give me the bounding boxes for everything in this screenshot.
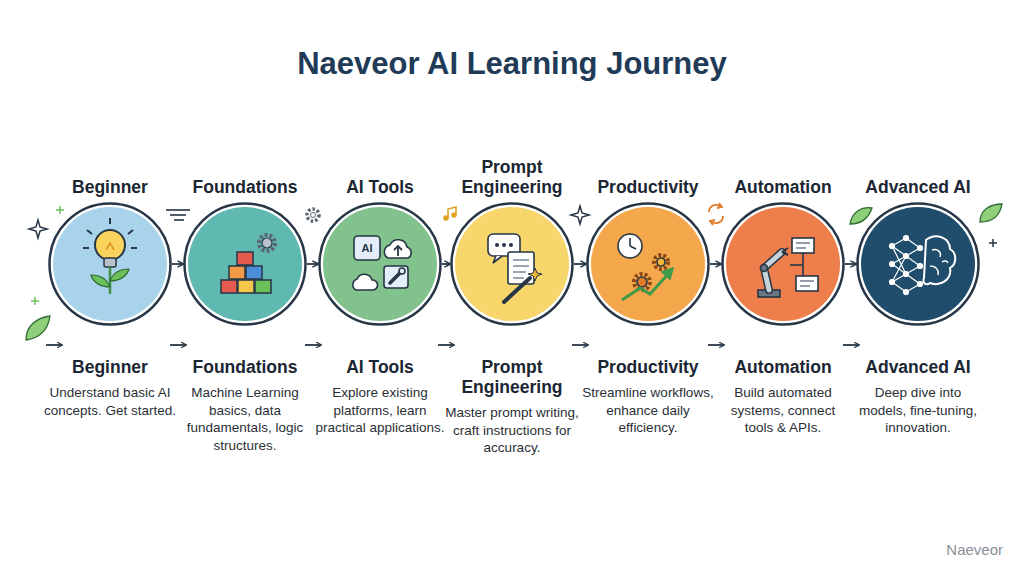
stage-heading: AI Tools [346, 177, 414, 202]
flow-arrow [572, 344, 588, 346]
flow-arrow [46, 344, 62, 346]
stage-description: Deep dive into models, fine-tuning, inno… [850, 384, 986, 437]
motion-lines [166, 209, 190, 211]
circle-fill [455, 207, 569, 321]
refresh-mark [717, 203, 722, 208]
stage-circle [856, 202, 980, 326]
journey-stage: Advanced AI Advanced AI Deep dive into mod… [850, 150, 986, 437]
motion-lines [170, 214, 186, 216]
stage-circle [183, 202, 307, 326]
stage-circle [586, 202, 710, 326]
leaf [980, 204, 1002, 222]
refresh-mark [711, 216, 723, 223]
flow-connector [172, 263, 183, 265]
stage-circle-area [183, 202, 307, 326]
circle-fill [726, 207, 840, 321]
stage-heading: Productivity [597, 177, 698, 202]
stage-description: Understand basic AI concepts. Get starte… [42, 384, 178, 419]
stage-circle [48, 202, 172, 326]
circle-fill [591, 207, 705, 321]
note-marks [444, 207, 456, 220]
stage-description: Explore existing platforms, learn practi… [312, 384, 448, 437]
sparkle [56, 206, 64, 214]
circle-outline [588, 204, 709, 325]
sparkle [989, 239, 997, 247]
diagram-title: Naeveor AI Learning Journey [0, 46, 1024, 82]
flow-arrow [170, 344, 186, 346]
circle-fill [323, 207, 437, 321]
note-marks [448, 207, 456, 218]
circle-outline [50, 204, 171, 325]
motion-lines [174, 219, 184, 221]
watermark: Naeveor [946, 541, 1003, 558]
flow-connector [710, 263, 721, 265]
refresh-mark [709, 205, 721, 212]
circle-outline [858, 204, 979, 325]
stage-circle-area [450, 202, 574, 326]
journey-stage: Prompt EngineeringPrompt EngineeringMast… [444, 150, 580, 457]
stage-title: Advanced AI [865, 357, 970, 377]
circle-fill [53, 207, 167, 321]
stage-circle-area [856, 202, 980, 326]
stage-title: Productivity [597, 357, 698, 377]
stage-title: AI Tools [346, 357, 414, 377]
note-marks [444, 216, 448, 220]
flow-arrow [305, 344, 321, 346]
refresh-mark [710, 220, 715, 225]
circle-outline [452, 204, 573, 325]
flow-arrow [843, 344, 859, 346]
flow-connector [574, 263, 586, 265]
flow-connector [307, 263, 318, 265]
flow-connector [442, 263, 450, 265]
stage-title: Automation [734, 357, 831, 377]
stage-heading: Beginner [72, 177, 148, 202]
circle-fill [188, 207, 302, 321]
circle-outline [723, 204, 844, 325]
note-marks [452, 213, 456, 217]
flow-connector [845, 263, 856, 265]
leaf [26, 204, 1002, 340]
leaf [850, 208, 872, 224]
stage-circle-area [48, 202, 172, 326]
flow-arrow [708, 344, 724, 346]
small-gear [307, 209, 319, 221]
stage-description: Master prompt writing, craft instruction… [444, 404, 580, 457]
sparkle [31, 297, 39, 305]
journey-stage: ProductivityProductivityStreamline workf… [580, 150, 716, 437]
circle-outline [320, 204, 441, 325]
stage-description: Build automated systems, connect tools &… [715, 384, 851, 437]
small-gear [311, 213, 316, 218]
refresh-mark [709, 203, 723, 225]
stage-circle-area [721, 202, 845, 326]
motion-lines [166, 210, 190, 220]
stage-description: Streamline workflows, enhance daily effi… [580, 384, 716, 437]
icon-text: AI [362, 242, 373, 254]
stage-circle [318, 202, 442, 326]
stage-title: Prompt Engineering [444, 357, 580, 397]
stage-circle [450, 202, 574, 326]
leaf [26, 316, 50, 340]
journey-stage: AutomationAutomationBuild automated syst… [715, 150, 851, 437]
circle-fill [861, 207, 975, 321]
stage-heading: Automation [734, 177, 831, 202]
stage-title: Beginner [72, 357, 148, 377]
circle-outline [185, 204, 306, 325]
journey-stage: AI Tools AI ToolsExplore existing platfor… [312, 150, 448, 437]
stage-heading: Advanced AI [865, 177, 970, 202]
small-gear [307, 209, 319, 221]
sparkle [571, 206, 589, 224]
sparkle [29, 220, 47, 238]
stage-circle-area [318, 202, 442, 326]
stage-heading: Foundations [193, 177, 298, 202]
journey-stage: FoundationsFoundationsMachine Learning b… [177, 150, 313, 454]
stage-circle-area [586, 202, 710, 326]
flow-arrow [46, 344, 859, 346]
stage-circle [721, 202, 845, 326]
journey-stage: BeginnerBeginnerUnderstand basic AI conc… [42, 150, 178, 419]
stage-description: Machine Learning basics, data fundamenta… [177, 384, 313, 454]
stage-heading: Prompt Engineering [444, 157, 580, 202]
flow-arrow [438, 344, 454, 346]
stage-title: Foundations [193, 357, 298, 377]
